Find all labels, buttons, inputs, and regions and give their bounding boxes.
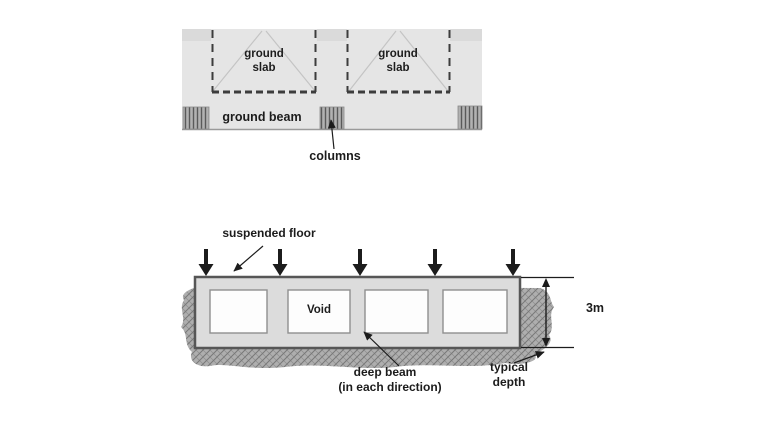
depth-dimension <box>521 276 574 349</box>
ground-slab-label-1: ground slab <box>244 48 284 74</box>
load-arrow <box>505 249 521 276</box>
ground-beam-label: ground beam <box>222 110 302 124</box>
plan-top-column-patches <box>182 29 482 41</box>
deep-beam-label-line2: (in each direction) <box>338 380 442 394</box>
section-view <box>181 245 574 369</box>
load-arrow <box>198 249 214 276</box>
column-left <box>182 106 210 130</box>
top-column-patch <box>317 29 347 41</box>
load-arrow <box>272 249 288 276</box>
top-column-patch <box>182 29 211 41</box>
plan-view <box>182 29 483 150</box>
top-column-patch <box>450 29 482 41</box>
column-right <box>457 105 483 130</box>
suspended-floor-label: suspended floor <box>222 226 316 240</box>
slab-yield-lines <box>348 30 449 92</box>
void-3 <box>364 289 429 334</box>
void-label: Void <box>306 304 332 316</box>
deep-beam-label-line1: deep beam <box>353 365 417 379</box>
void-4 <box>442 289 508 334</box>
typical-depth-leader-arrow <box>513 351 545 364</box>
void-2 <box>287 289 351 334</box>
columns-leader-arrow <box>327 119 336 150</box>
load-arrow <box>427 249 443 276</box>
typical-depth-label: typical depth <box>489 360 528 389</box>
ground-slab-panel-2 <box>346 30 451 94</box>
suspended-floor-leader-arrow <box>233 245 264 272</box>
slab-yield-lines <box>212 30 316 92</box>
dimension-arrow-down <box>542 338 550 347</box>
load-arrow <box>352 249 368 276</box>
ground-slab-panel-1 <box>211 30 317 94</box>
ground-slab-label-2: ground slab <box>378 48 418 74</box>
dimension-arrow-up <box>542 278 550 287</box>
depth-dimension-label: 3m <box>585 301 605 315</box>
columns-label: columns <box>309 149 361 163</box>
void-1 <box>209 289 268 334</box>
load-arrows <box>198 249 521 276</box>
deep-beam-leader-arrow <box>363 331 400 367</box>
